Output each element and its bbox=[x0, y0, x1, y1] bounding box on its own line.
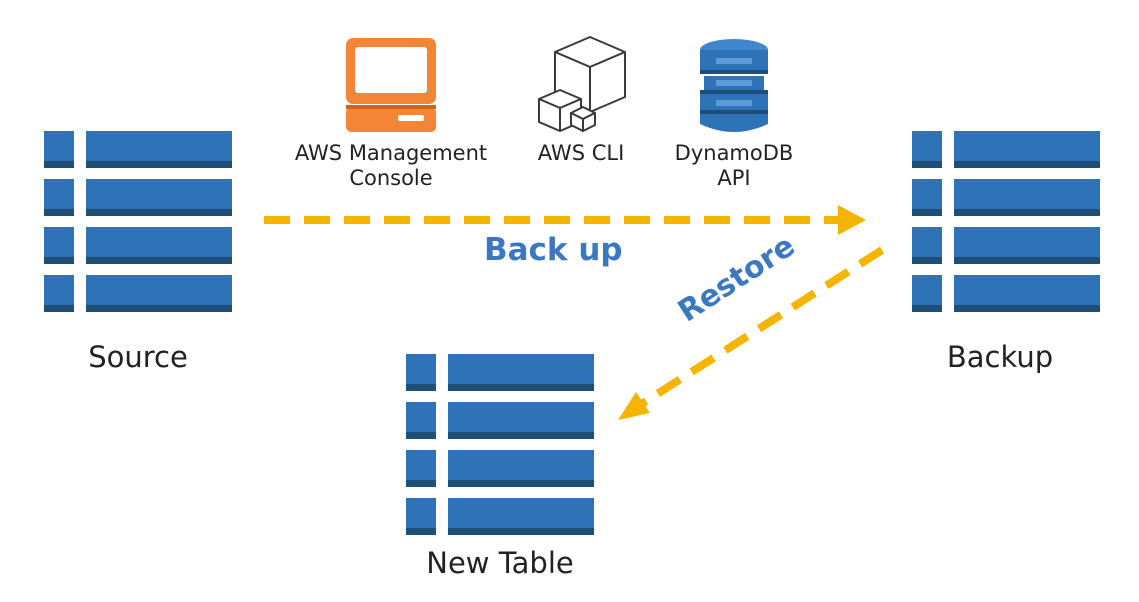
database-stack-icon bbox=[700, 39, 768, 132]
cli-label: AWS CLI bbox=[521, 141, 641, 166]
backup-arrow bbox=[264, 205, 866, 235]
source-label: Source bbox=[88, 340, 188, 374]
cli-label-text: AWS CLI bbox=[537, 141, 625, 165]
cubes-icon bbox=[538, 36, 626, 132]
api-label: DynamoDB API bbox=[666, 141, 802, 191]
console-label: AWS Management Console bbox=[281, 141, 501, 191]
backup-label: Backup bbox=[946, 340, 1054, 374]
restore-arrow bbox=[618, 246, 885, 420]
new-table-icon bbox=[406, 354, 594, 535]
source-table-icon bbox=[44, 131, 232, 312]
backup-table-icon bbox=[912, 131, 1100, 312]
console-label-text: AWS Management Console bbox=[294, 141, 488, 191]
api-label-text: DynamoDB API bbox=[674, 141, 794, 191]
monitor-icon bbox=[346, 38, 436, 132]
new-table-label: New Table bbox=[426, 546, 574, 580]
backup-action-label: Back up bbox=[484, 232, 623, 268]
